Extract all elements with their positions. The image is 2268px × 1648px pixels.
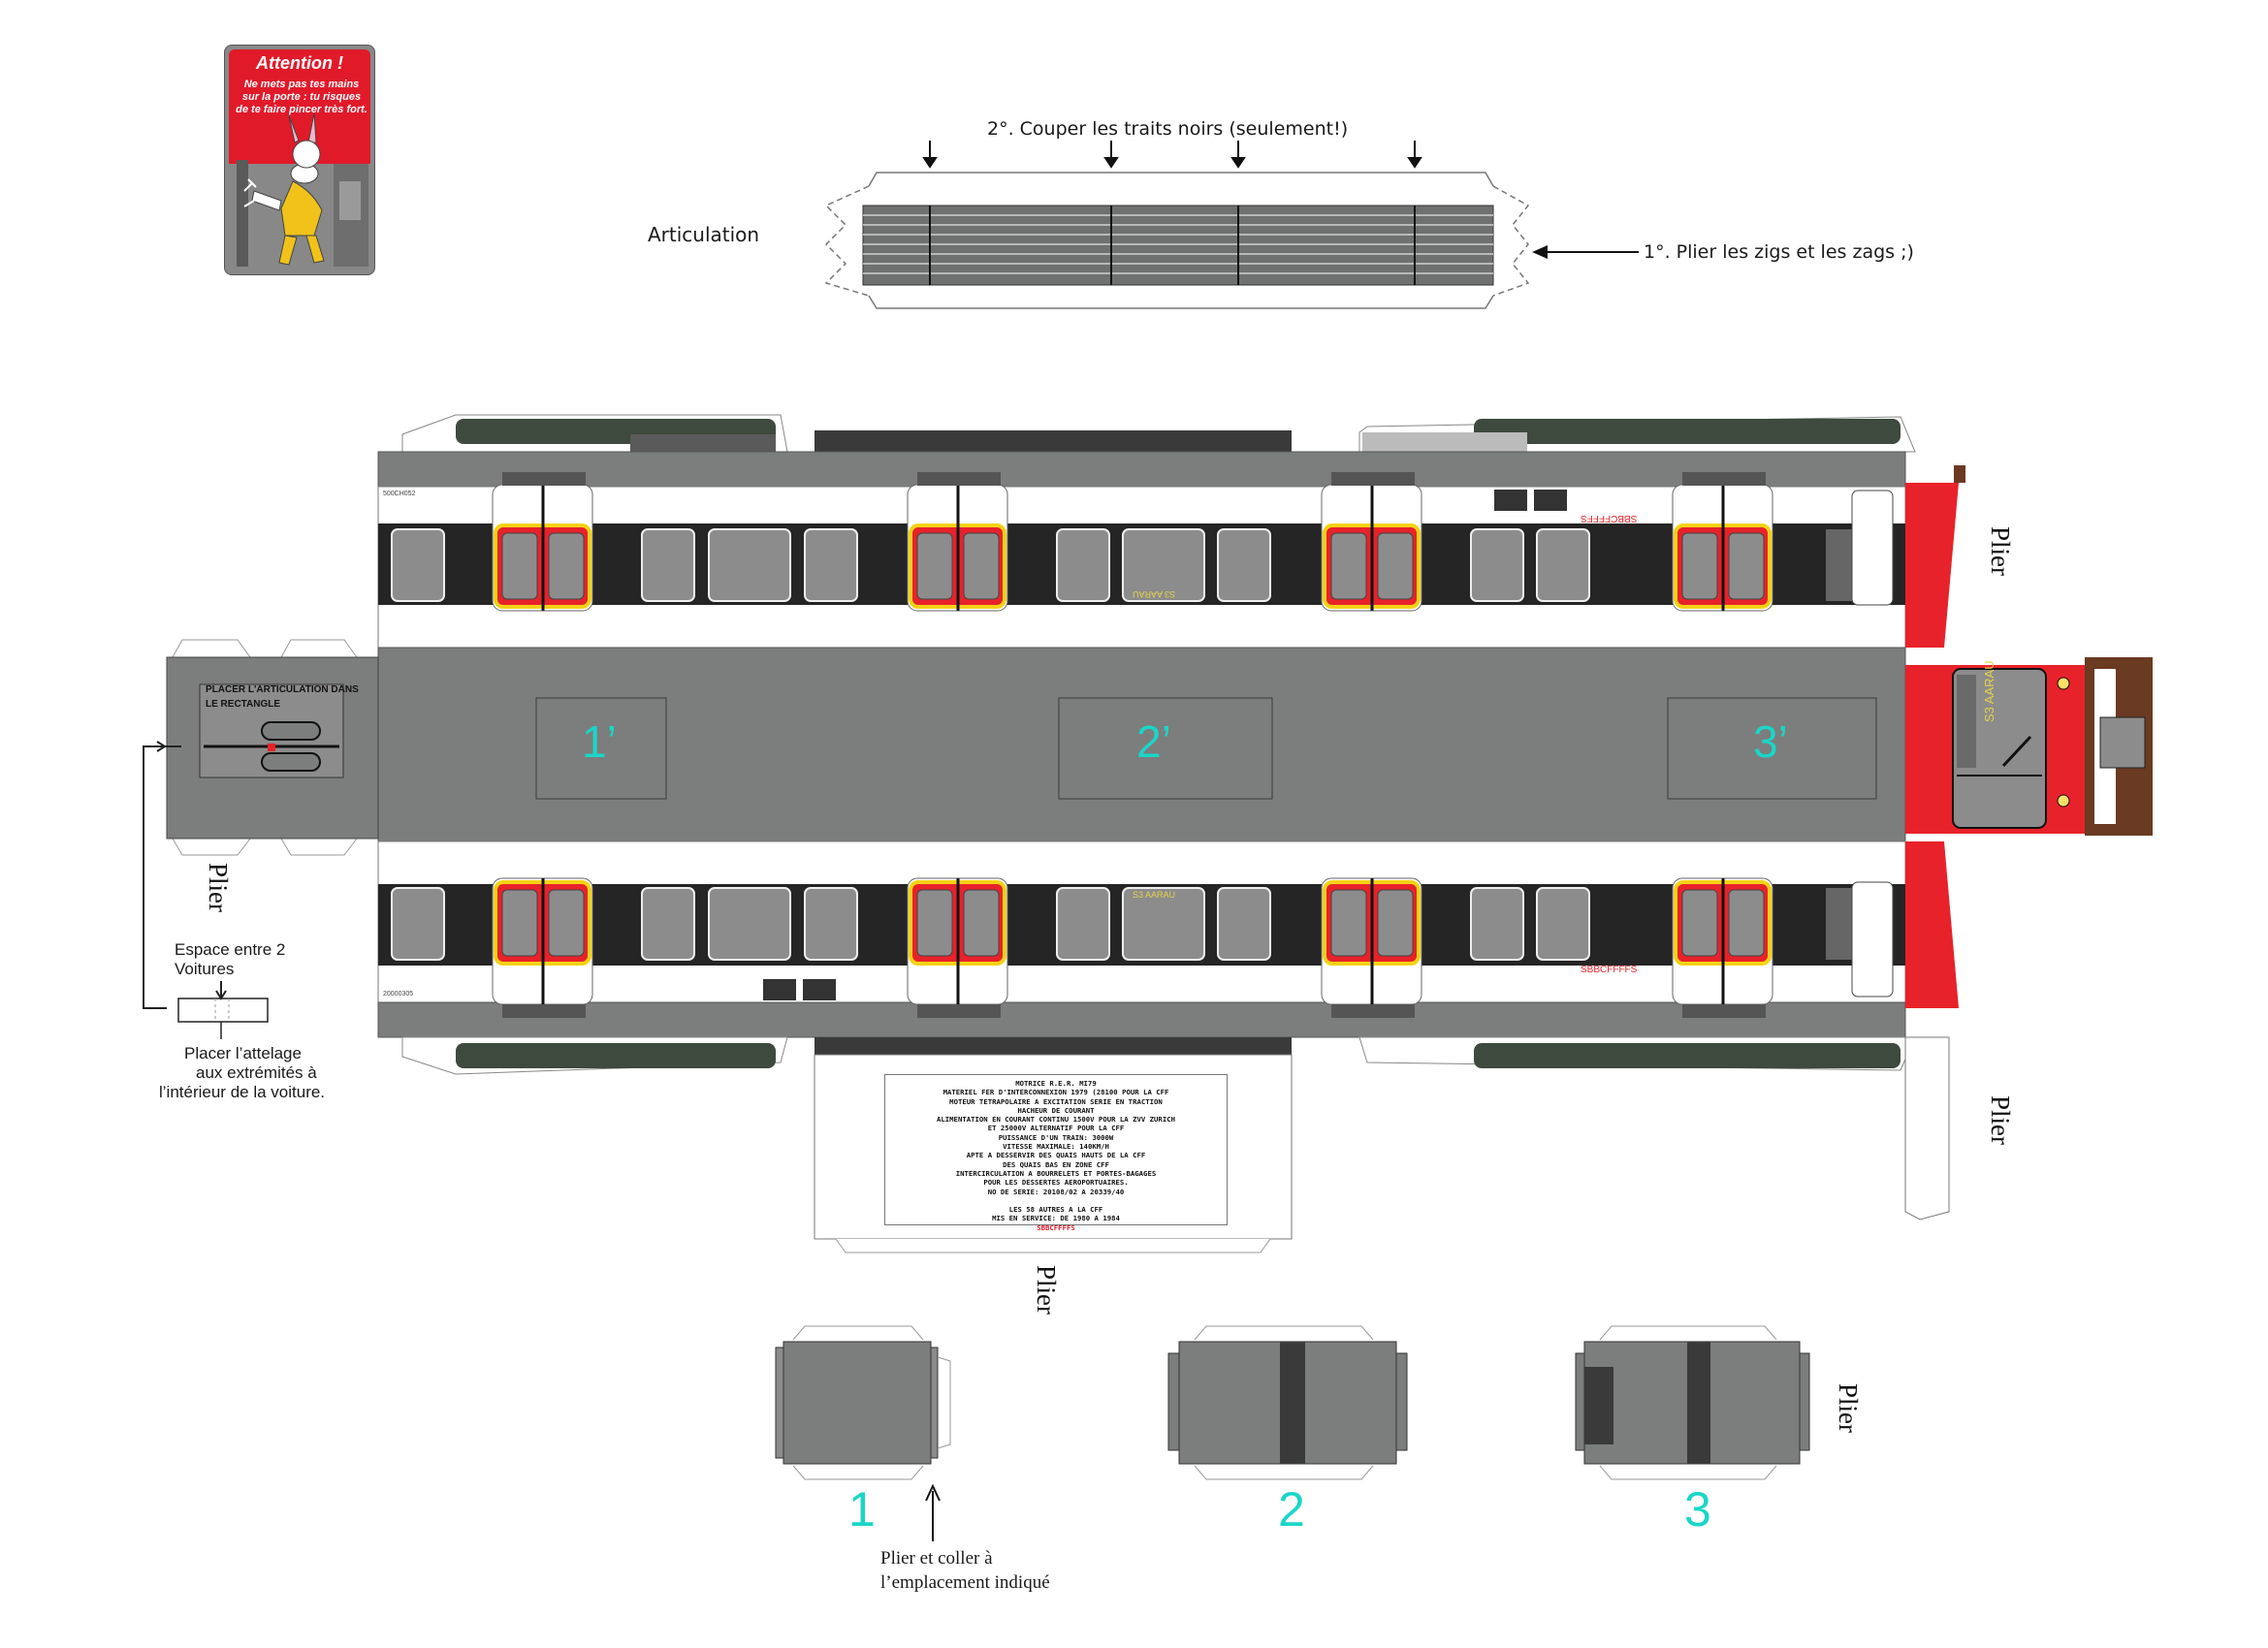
bogie-number-2: 2: [1278, 1482, 1305, 1537]
roof-mark-1: 1’: [582, 716, 617, 767]
info-line: DES QUAIS BAS EN ZONE CFF: [1003, 1159, 1109, 1169]
info-line: NO DE SERIE: 20108/02 A 20339/40: [987, 1187, 1125, 1196]
destination-top: S3 AARAU: [1133, 589, 1176, 599]
info-line: MATERIEL FER D'INTERCONNEXION 1979 (2810…: [942, 1088, 1169, 1097]
bogie-number-1: 1: [848, 1482, 876, 1537]
warning-title: Attention !: [256, 53, 343, 73]
destination-bottom: S3 AARAU: [1133, 890, 1176, 900]
roof-mark-3: 3’: [1753, 716, 1788, 767]
bogie-piece-3: [1575, 1325, 1810, 1480]
info-line: HACHEUR DE COURANT: [1017, 1105, 1095, 1115]
operator-mark-bottom: SBBCFFFFS: [1581, 965, 1638, 975]
articulation-label: Articulation: [648, 223, 760, 246]
info-line: APTE A DESSERVIR DES QUAIS HAUTS DE LA C…: [966, 1151, 1146, 1160]
info-line: INTERCIRCULATION A BOURRELETS ET PORTES-…: [955, 1168, 1157, 1178]
info-line: ALIMENTATION EN COURANT CONTINU 1500V PO…: [936, 1115, 1175, 1125]
plier-label-info: Plier: [1032, 1265, 1061, 1315]
step2-instruction: 2°. Couper les traits noirs (seulement!): [987, 118, 1349, 140]
info-line: MOTEUR TETRAPOLAIRE A EXCITATION SERIE E…: [949, 1096, 1163, 1106]
articulation-rect-label-2: LE RECTANGLE: [206, 699, 281, 710]
attelage-label-3: l’intérieur de la voiture.: [159, 1083, 326, 1101]
info-line: LES 58 AUTRES A LA CFF: [1008, 1205, 1103, 1215]
info-line: MIS EN SERVICE: DE 1980 A 1984: [992, 1214, 1120, 1223]
rabbit-illustration: [237, 112, 368, 267]
warning-sticker: Attention ! Ne mets pas tes mains sur la…: [224, 45, 375, 275]
operator-mark-top: SBBCFFFFS: [1581, 513, 1638, 523]
bogie-piece-1: [775, 1325, 951, 1480]
car-number-top: 500CH052: [383, 491, 416, 497]
info-operator-mark: SBBCFFFFS: [1037, 1222, 1075, 1232]
coller-label-1: Plier et coller à: [880, 1548, 993, 1569]
roof-mark-2: 2’: [1136, 716, 1171, 767]
info-line: VITESSE MAXIMALE: 140KM/H: [1003, 1142, 1109, 1152]
plier-label-bottom-right: Plier: [1986, 1095, 2015, 1145]
destination-front: S3 AARAU: [1982, 660, 1996, 722]
step1-instruction: 1°. Plier les zigs et les zags ;): [1644, 241, 1914, 263]
train-info-panel: MOTRICE R.E.R. MI79 MATERIEL FER D'INTER…: [884, 1074, 1228, 1232]
plier-label-bogie: Plier: [1834, 1383, 1863, 1433]
bogie-piece-2: [1167, 1325, 1408, 1480]
car-number-bottom: 20000305: [383, 991, 414, 998]
info-line: [885, 1196, 1227, 1205]
espace-label-2: Voitures: [175, 960, 235, 978]
espace-label-1: Espace entre 2: [175, 940, 286, 959]
warning-text: Ne mets pas tes mains sur la porte : tu …: [236, 79, 367, 115]
info-line: PUISSANCE D'UN TRAIN: 3000W: [998, 1132, 1114, 1142]
info-line: POUR LES DESSERTES AEROPORTUAIRES.: [983, 1178, 1129, 1188]
info-line: ET 25000V ALTERNATIF POUR LA CFF: [987, 1124, 1125, 1133]
plier-label-left: Plier: [204, 863, 233, 912]
attelage-label-1: Placer l’attelage: [184, 1044, 302, 1062]
plier-label-top-right: Plier: [1986, 526, 2015, 576]
bogie-number-3: 3: [1684, 1482, 1711, 1537]
articulation-rect-label-1: PLACER L'ARTICULATION DANS: [206, 684, 359, 695]
attelage-label-2: aux extrémités à: [196, 1063, 317, 1082]
info-line: MOTRICE R.E.R. MI79: [1015, 1079, 1097, 1088]
coller-label-2: l’emplacement indiqué: [880, 1572, 1050, 1593]
